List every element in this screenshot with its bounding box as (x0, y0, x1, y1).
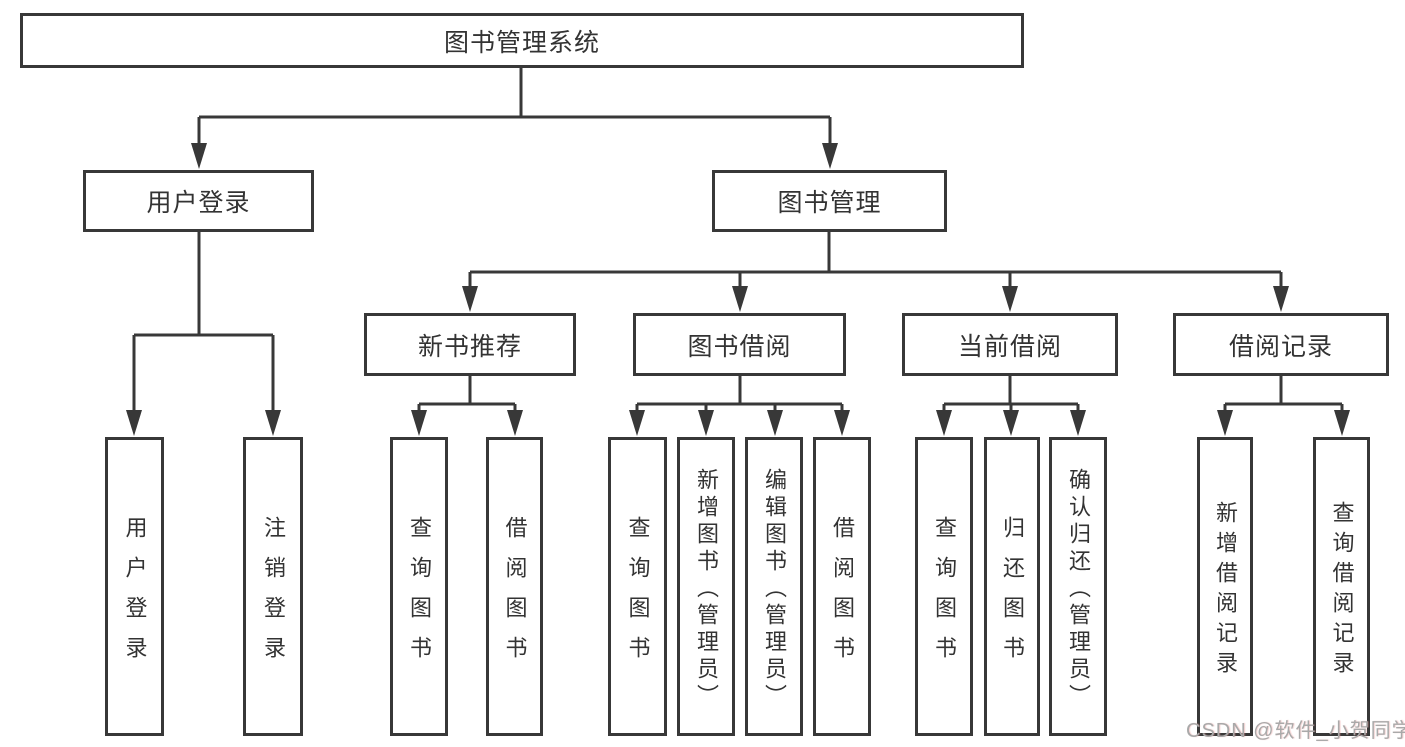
leaf-add-book-admin-label: 新增图书（管理员） (694, 467, 719, 711)
leaf-query-borrow-record-label: 查询借阅记录 (1329, 500, 1355, 681)
leaf-borrow-books-borrow-label: 借阅图书 (830, 515, 855, 676)
leaf-query-books-borrow: 查询图书 (608, 437, 667, 736)
node-root-label: 图书管理系统 (443, 28, 600, 57)
leaf-add-borrow-record: 新增借阅记录 (1197, 437, 1253, 736)
node-book-borrow: 图书借阅 (633, 313, 846, 376)
leaf-query-borrow-record: 查询借阅记录 (1313, 437, 1370, 736)
leaf-edit-book-admin: 编辑图书（管理员） (745, 437, 803, 736)
node-current-borrow-label: 当前借阅 (957, 332, 1062, 361)
leaf-query-books-current-label: 查询图书 (932, 515, 957, 676)
leaf-query-books-recommend-label: 查询图书 (407, 515, 432, 676)
node-book-management-label: 图书管理 (777, 189, 882, 217)
leaf-confirm-return-admin: 确认归还（管理员） (1049, 437, 1107, 736)
leaf-edit-book-admin-label: 编辑图书（管理员） (762, 467, 787, 711)
leaf-logout: 注销登录 (243, 437, 303, 736)
node-user-login: 用户登录 (83, 170, 314, 232)
arrowheads (126, 143, 1350, 436)
node-borrow-records: 借阅记录 (1173, 313, 1389, 376)
node-user-login-label: 用户登录 (146, 189, 251, 217)
leaf-logout-label: 注销登录 (261, 515, 286, 676)
node-new-book-recommend: 新书推荐 (364, 313, 576, 376)
leaf-add-borrow-record-label: 新增借阅记录 (1213, 500, 1238, 681)
node-root: 图书管理系统 (20, 13, 1024, 68)
leaf-add-book-admin: 新增图书（管理员） (677, 437, 735, 736)
node-new-book-recommend-label: 新书推荐 (417, 332, 522, 361)
leaf-query-books-recommend: 查询图书 (390, 437, 448, 736)
leaf-confirm-return-admin-label: 确认归还（管理员） (1066, 467, 1091, 711)
watermark: CSDN @软件_小贺同学 (1186, 720, 1405, 742)
leaf-query-books-borrow-label: 查询图书 (625, 515, 651, 676)
node-borrow-records-label: 借阅记录 (1228, 332, 1333, 361)
leaf-user-login-label: 用户登录 (122, 515, 148, 676)
leaf-user-login: 用户登录 (105, 437, 164, 736)
node-current-borrow: 当前借阅 (902, 313, 1118, 376)
leaf-return-book: 归还图书 (984, 437, 1040, 736)
node-book-management: 图书管理 (712, 170, 947, 232)
leaf-borrow-books-recommend-label: 借阅图书 (502, 515, 528, 676)
leaf-query-books-current: 查询图书 (915, 437, 973, 736)
leaf-return-book-label: 归还图书 (1000, 515, 1025, 676)
node-book-borrow-label: 图书借阅 (687, 332, 792, 361)
leaf-borrow-books-borrow: 借阅图书 (813, 437, 871, 736)
leaf-borrow-books-recommend: 借阅图书 (486, 437, 543, 736)
